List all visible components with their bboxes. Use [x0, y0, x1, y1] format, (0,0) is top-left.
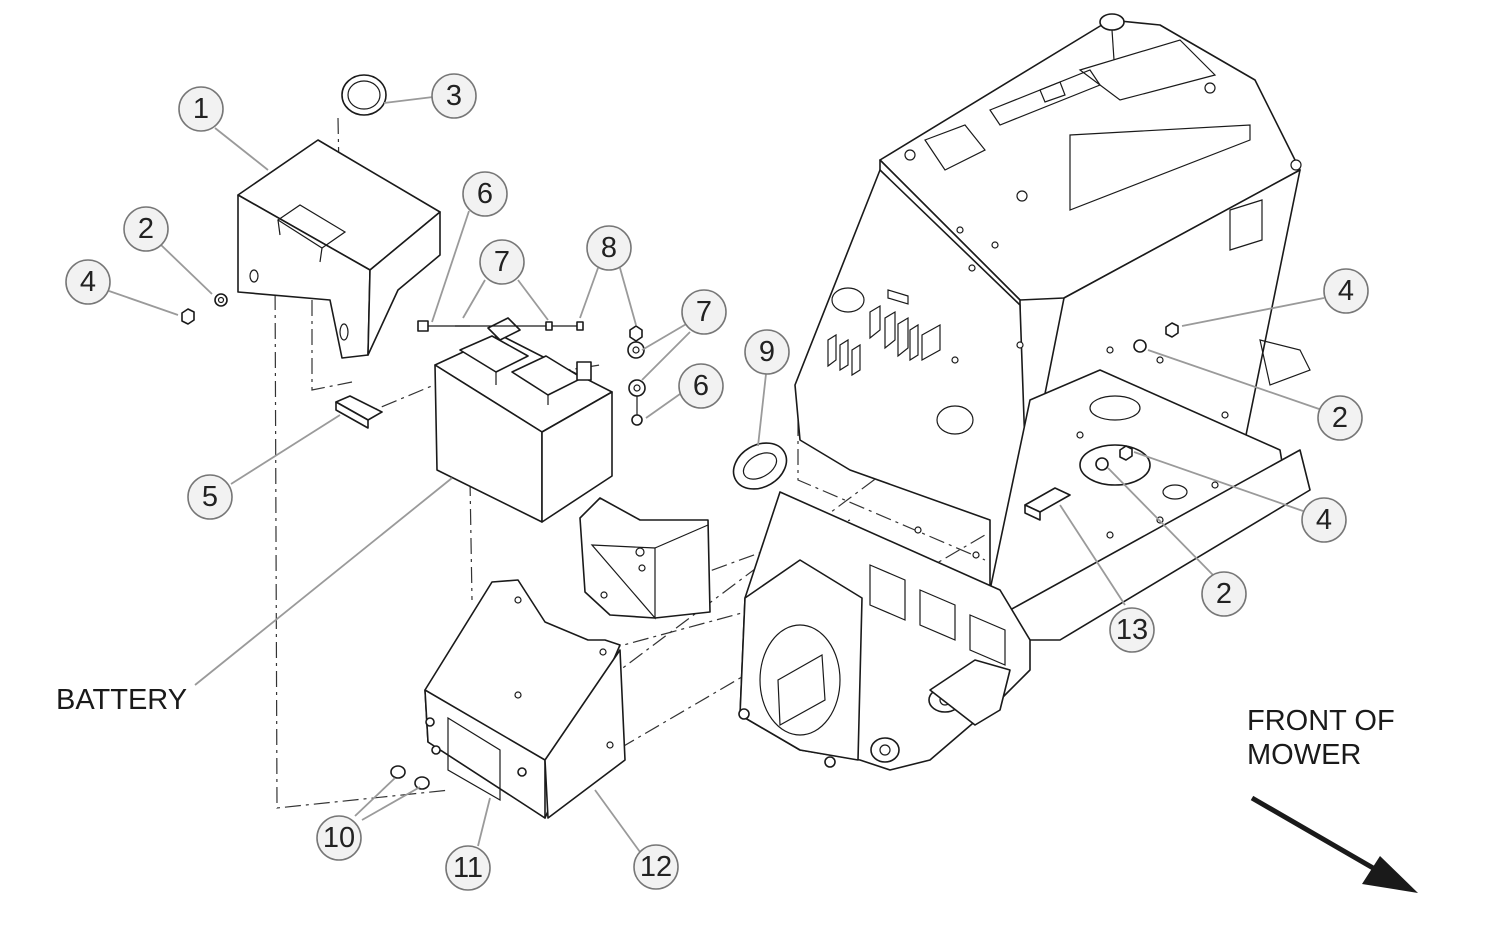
callout-4: 4: [1323, 268, 1369, 314]
callout-5: 5: [187, 474, 233, 520]
nut-left: [181, 308, 195, 325]
svg-text:7: 7: [494, 246, 510, 278]
callout-2: 2: [1201, 571, 1247, 617]
callout-9: 9: [744, 329, 790, 375]
svg-text:2: 2: [1216, 578, 1232, 610]
callout-6: 6: [462, 171, 508, 217]
battery-pad: [335, 395, 383, 429]
direction-arrow-icon: [1250, 795, 1418, 893]
front-of-mower-label-line2: MOWER: [1247, 739, 1362, 771]
wing-nut-bottom: [628, 379, 646, 397]
callout-7: 7: [681, 289, 727, 335]
hold-down-strap: [341, 74, 387, 116]
svg-text:4: 4: [1338, 275, 1354, 307]
svg-text:8: 8: [601, 232, 617, 264]
terminal-clamp: [455, 317, 584, 341]
terminal-bolt-right: [631, 396, 643, 426]
callout-3: 3: [431, 73, 477, 119]
svg-text:4: 4: [1316, 504, 1332, 536]
svg-text:5: 5: [202, 481, 218, 513]
svg-text:2: 2: [138, 213, 154, 245]
callout-7: 7: [479, 239, 525, 285]
washer-left: [214, 293, 228, 307]
svg-text:11: 11: [453, 852, 483, 884]
mounting-bracket: [579, 497, 711, 620]
callout-6: 6: [678, 363, 724, 409]
callout-1: 1: [178, 86, 224, 132]
callout-4: 4: [65, 259, 111, 305]
svg-text:6: 6: [693, 370, 709, 402]
svg-text:2: 2: [1332, 402, 1348, 434]
lock-nut-top: [629, 325, 643, 342]
callout-11: 11: [445, 845, 491, 891]
svg-text:9: 9: [759, 336, 775, 368]
front-of-mower-label-line1: FRONT OF: [1247, 705, 1395, 737]
grommet: [732, 442, 788, 490]
callout-13: 13: [1109, 607, 1155, 653]
callout-4: 4: [1301, 497, 1347, 543]
tray-bolts: [390, 717, 527, 790]
leader-lines: [108, 96, 1325, 853]
svg-text:10: 10: [323, 822, 355, 854]
mower-frame: [738, 13, 1311, 771]
battery: [434, 334, 613, 523]
battery-cover: [237, 139, 441, 359]
svg-text:7: 7: [696, 296, 712, 328]
callout-2: 2: [123, 206, 169, 252]
callout-8: 8: [586, 225, 632, 271]
svg-text:3: 3: [446, 80, 462, 112]
svg-text:12: 12: [640, 851, 672, 883]
callout-12: 12: [633, 844, 679, 890]
svg-text:6: 6: [477, 178, 493, 210]
battery-tray: [424, 579, 626, 819]
battery-label: BATTERY: [56, 684, 188, 716]
svg-text:13: 13: [1116, 614, 1148, 646]
callout-2: 2: [1317, 395, 1363, 441]
svg-text:1: 1: [193, 93, 209, 125]
callout-10: 10: [316, 815, 362, 861]
svg-text:4: 4: [80, 266, 96, 298]
wing-nut-top: [627, 341, 645, 359]
